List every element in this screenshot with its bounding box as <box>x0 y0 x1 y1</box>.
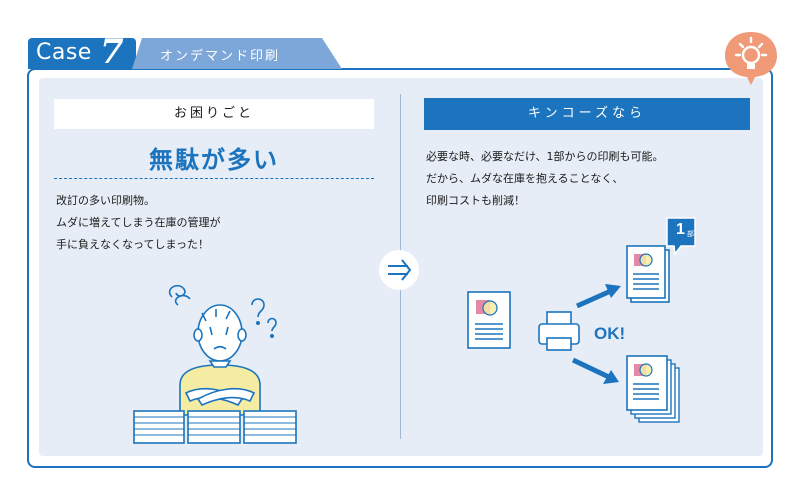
problem-line: ムダに増えてしまう在庫の管理が <box>56 216 221 229</box>
case-number: 7 <box>100 32 124 72</box>
worried-person-illustration <box>133 284 297 444</box>
printer-icon <box>538 311 580 351</box>
case-word: Case <box>36 40 92 65</box>
badge-number: 1 <box>676 221 685 238</box>
stacked-copies-document-icon <box>626 355 680 423</box>
problem-line: 手に負えなくなってしまった！ <box>56 238 210 251</box>
case-tab: Case 7 <box>28 32 136 72</box>
problem-line: 改訂の多い印刷物。 <box>56 194 155 207</box>
single-copy-document-icon <box>626 245 670 303</box>
solution-description: 必要な時、必要なだけ、1部からの印刷も可能。 だから、ムダな在庫を抱えることなく… <box>426 146 756 212</box>
dashed-divider <box>54 178 374 179</box>
solution-line: 必要な時、必要なだけ、1部からの印刷も可能。 <box>426 150 664 163</box>
solution-header: キンコーズなら <box>424 98 750 130</box>
case-title-tab <box>132 38 342 69</box>
source-document-icon <box>467 291 511 349</box>
solution-line: だから、ムダな在庫を抱えることなく、 <box>426 172 624 185</box>
problem-title: 無駄が多い <box>149 146 279 174</box>
ok-label: OK! <box>594 324 626 343</box>
lightbulb-icon <box>725 32 777 85</box>
problem-description: 改訂の多い印刷物。 ムダに増えてしまう在庫の管理が 手に負えなくなってしまった！ <box>56 190 376 256</box>
printing-illustration <box>467 217 696 423</box>
arrow-right-icon <box>379 250 419 290</box>
problem-header: お困りごと <box>54 99 374 129</box>
case-title: オンデマンド印刷 <box>160 49 281 64</box>
solution-line: 印刷コストも削減！ <box>426 194 525 207</box>
badge-unit: 部 <box>687 230 694 238</box>
